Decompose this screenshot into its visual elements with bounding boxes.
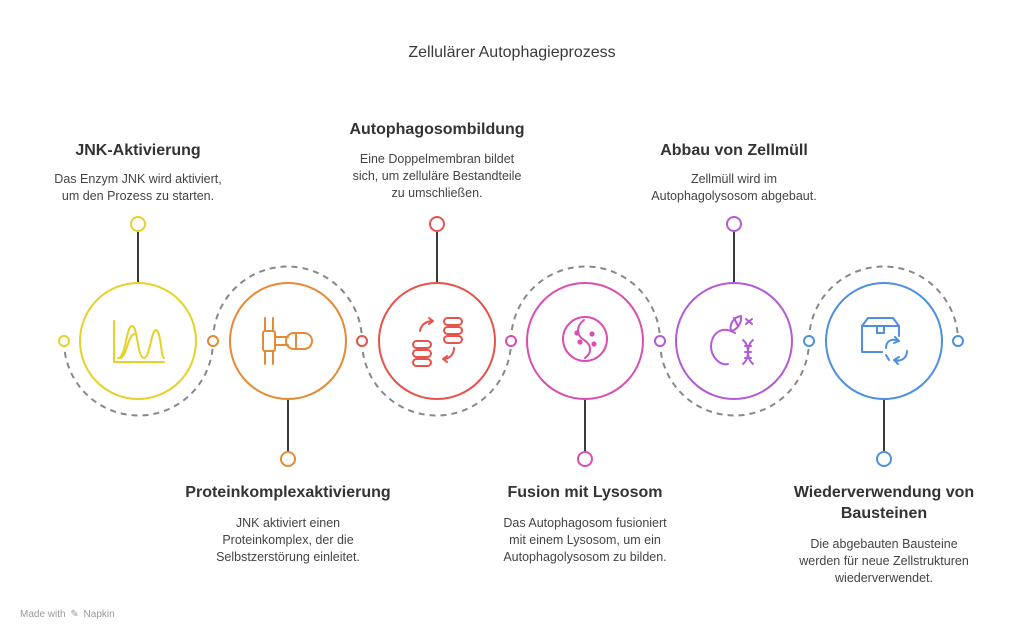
made-with-napkin-badge[interactable]: Made with ✎ Napkin	[20, 609, 115, 620]
dashed-connector-2	[212, 265, 363, 342]
step-6-description: Die abgebauten Bausteine werden für neue…	[799, 537, 969, 585]
step-6-title: Wiederverwendung von Bausteinen	[793, 484, 975, 522]
diagram-title: Zellulärer Autophagieprozess	[408, 44, 616, 61]
step-1-title: JNK-Aktivierung	[75, 142, 201, 159]
stacked-coins-transfer-icon	[412, 317, 463, 367]
dashed-connector-5	[659, 340, 810, 417]
step-2-description: JNK aktiviert einen Proteinkomplex, der …	[216, 516, 360, 564]
step-2-node	[229, 282, 347, 467]
step-5-description: Zellmüll wird im Autophagolysosom abgeba…	[651, 172, 817, 203]
bell-curve-chart-icon	[113, 320, 165, 363]
napkin-brand-label: Napkin	[83, 609, 115, 620]
step-6-node	[803, 282, 964, 467]
dashed-connector-6	[808, 265, 959, 342]
napkin-logo-icon: ✎	[70, 609, 79, 620]
step-4-title: Fusion mit Lysosom	[507, 484, 663, 501]
dashed-connector-3	[361, 340, 512, 417]
step-1-node	[58, 216, 219, 400]
step-4-node	[505, 282, 644, 467]
made-with-label: Made with	[20, 609, 66, 620]
dashed-connector-4	[510, 265, 661, 342]
step-5-node	[654, 216, 793, 400]
step-5-title: Abbau von Zellmüll	[660, 142, 808, 159]
pipe-valve-icon	[262, 317, 313, 365]
cell-icon	[562, 316, 608, 362]
step-4-description: Das Autophagosom fusioniert mit einem Ly…	[503, 516, 667, 564]
step-2-title: Proteinkomplexaktivierung	[185, 484, 391, 501]
dashed-connector-1	[63, 340, 214, 417]
step-3-description: Eine Doppelmembran bildet sich, um zellu…	[352, 152, 522, 200]
step-3-node	[356, 216, 496, 400]
step-3-title: Autophagosombildung	[349, 121, 525, 138]
step-1-description: Das Enzym JNK wird aktiviert, um den Pro…	[54, 172, 222, 203]
apple-dna-icon	[710, 315, 754, 366]
box-recycle-icon	[861, 317, 908, 365]
